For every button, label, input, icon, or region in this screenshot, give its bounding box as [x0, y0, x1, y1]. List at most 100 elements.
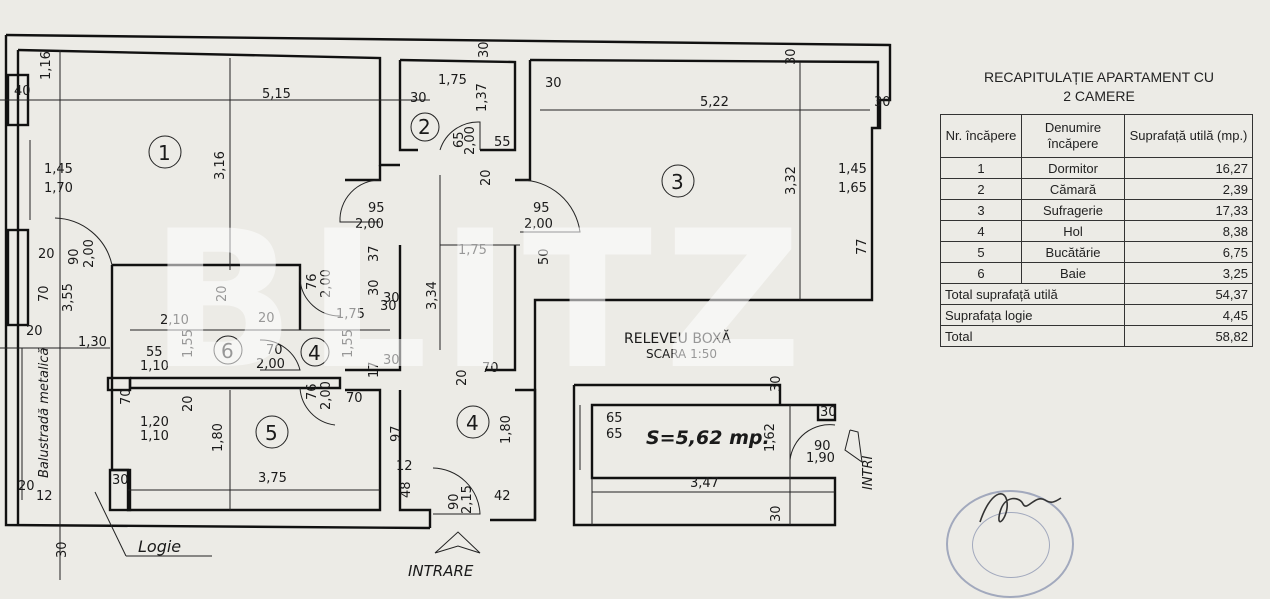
dim-label: 3,34	[425, 281, 440, 310]
dim-label: 76	[305, 273, 320, 290]
row-area: 8,38	[1124, 220, 1253, 242]
total-row: Suprafața logie 4,45	[940, 304, 1253, 326]
dim-label: 90	[67, 248, 82, 265]
row-area: 3,25	[1124, 262, 1253, 284]
total-label: Total suprafață utilă	[940, 283, 1125, 305]
summary-table: Nr. încăpere Denumire încăpere Suprafață…	[940, 114, 1253, 347]
dim-label: 1,75	[458, 243, 487, 258]
row-nr: 6	[940, 262, 1022, 284]
dim-label: 30	[784, 48, 799, 65]
dim-label: 20	[455, 369, 470, 386]
dim-label: 1,80	[499, 415, 514, 444]
storage-box-outline	[572, 383, 837, 527]
room-markers: 1 2 3 4 5 6 4	[148, 112, 695, 449]
dim-label: 20	[181, 395, 196, 412]
dim-label: 70	[37, 285, 52, 302]
dim-label: 1,45	[838, 162, 867, 177]
dim-label: 3,47	[690, 476, 719, 491]
total-value: 54,37	[1124, 283, 1253, 305]
dimension-labels: 40 1,16 5,15 30 1,75 30 1,37 30 5,22 30 …	[14, 41, 891, 558]
dim-label: 42	[494, 489, 511, 504]
table-row: 3 Sufragerie 17,33	[940, 199, 1253, 221]
dim-label: 95	[368, 201, 385, 216]
walls	[4, 33, 892, 530]
dim-label: 1,75	[336, 307, 365, 322]
dim-label: 50	[537, 248, 552, 265]
summary-title-line2: 2 CAMERE	[1063, 88, 1135, 104]
row-name: Hol	[1021, 220, 1125, 242]
dim-label: 2,15	[460, 485, 475, 514]
dim-label: 30	[112, 473, 129, 488]
room-number-4-lower: 4	[466, 411, 479, 435]
row-nr: 3	[940, 199, 1022, 221]
dim-label: 3,75	[258, 471, 287, 486]
dim-label: 30	[820, 405, 837, 420]
table-row: 2 Cămară 2,39	[940, 178, 1253, 200]
dim-label: 48	[399, 481, 414, 498]
dim-label: 5,22	[700, 95, 729, 110]
row-name: Sufragerie	[1021, 199, 1125, 221]
signature	[979, 493, 1062, 523]
row-area: 6,75	[1124, 241, 1253, 263]
header-name: Denumire încăpere	[1021, 114, 1125, 158]
dim-label: 65	[606, 427, 623, 442]
dim-label: 30	[367, 279, 382, 296]
dim-label: 20	[26, 324, 43, 339]
total-row: Total 58,82	[940, 325, 1253, 347]
dim-label: 1,70	[44, 181, 73, 196]
row-name: Baie	[1021, 262, 1125, 284]
dim-label: 95	[533, 201, 550, 216]
row-nr: 2	[940, 178, 1022, 200]
header-area: Suprafață utilă (mp.)	[1124, 114, 1253, 158]
row-nr: 4	[940, 220, 1022, 242]
door-swings	[54, 121, 836, 515]
logia-label: Logie	[138, 537, 181, 556]
table-header-row: Nr. încăpere Denumire încăpere Suprafață…	[940, 114, 1253, 158]
dim-label: 1,62	[763, 423, 778, 452]
dim-label: 77	[855, 238, 870, 255]
dim-label: 30	[769, 505, 784, 522]
dim-label: 40	[14, 84, 31, 99]
dim-label: 3,55	[61, 283, 76, 312]
dim-label: 1,10	[140, 429, 169, 444]
dim-label: 20	[258, 311, 275, 326]
room-number-1: 1	[158, 141, 171, 165]
room-number-2: 2	[418, 115, 431, 139]
entrance-label: INTRARE	[408, 562, 474, 580]
dim-label: 30	[383, 291, 400, 306]
dim-label: 1,55	[181, 329, 196, 358]
dim-label: 2,00	[82, 239, 97, 268]
dim-label: 1,80	[211, 423, 226, 452]
summary-title-line1: RECAPITULAȚIE APARTAMENT CU	[983, 69, 1214, 85]
dim-label: 37	[367, 245, 382, 262]
dim-label: 2,00	[319, 269, 334, 298]
dim-label: 70	[482, 361, 499, 376]
stamp-inner-ring	[972, 512, 1050, 578]
row-area: 2,39	[1124, 178, 1253, 200]
dim-label: 55	[146, 345, 163, 360]
dim-label: 76	[305, 383, 320, 400]
dim-label: 12	[396, 459, 413, 474]
dim-label: 1,16	[39, 51, 54, 80]
dim-label: 1,45	[44, 162, 73, 177]
apartment-summary: RECAPITULAȚIE APARTAMENT CU 2 CAMERE Nr.…	[940, 68, 1258, 347]
dim-label: 12	[36, 489, 53, 504]
box-entrance-label: INTRI	[861, 455, 876, 490]
dim-label: 30	[769, 375, 784, 392]
header-nr: Nr. încăpere	[940, 114, 1022, 158]
dim-label: 30	[410, 91, 427, 106]
dim-label: 70	[346, 391, 363, 406]
row-nr: 1	[940, 157, 1022, 179]
room-number-3: 3	[671, 170, 684, 194]
dim-label: 30	[477, 41, 492, 58]
dim-label: 1,30	[78, 335, 107, 350]
dim-label: 70	[266, 343, 283, 358]
dim-label: 2,00	[463, 126, 478, 155]
box-area: S=5,62 mp.	[646, 427, 770, 449]
box-scale: SCARA 1:50	[646, 347, 717, 361]
table-row: 1 Dormitor 16,27	[940, 157, 1253, 179]
balustrade-label: Balustradă metalică	[37, 348, 52, 478]
room-number-5: 5	[265, 421, 278, 445]
dim-label: 30	[383, 353, 400, 368]
